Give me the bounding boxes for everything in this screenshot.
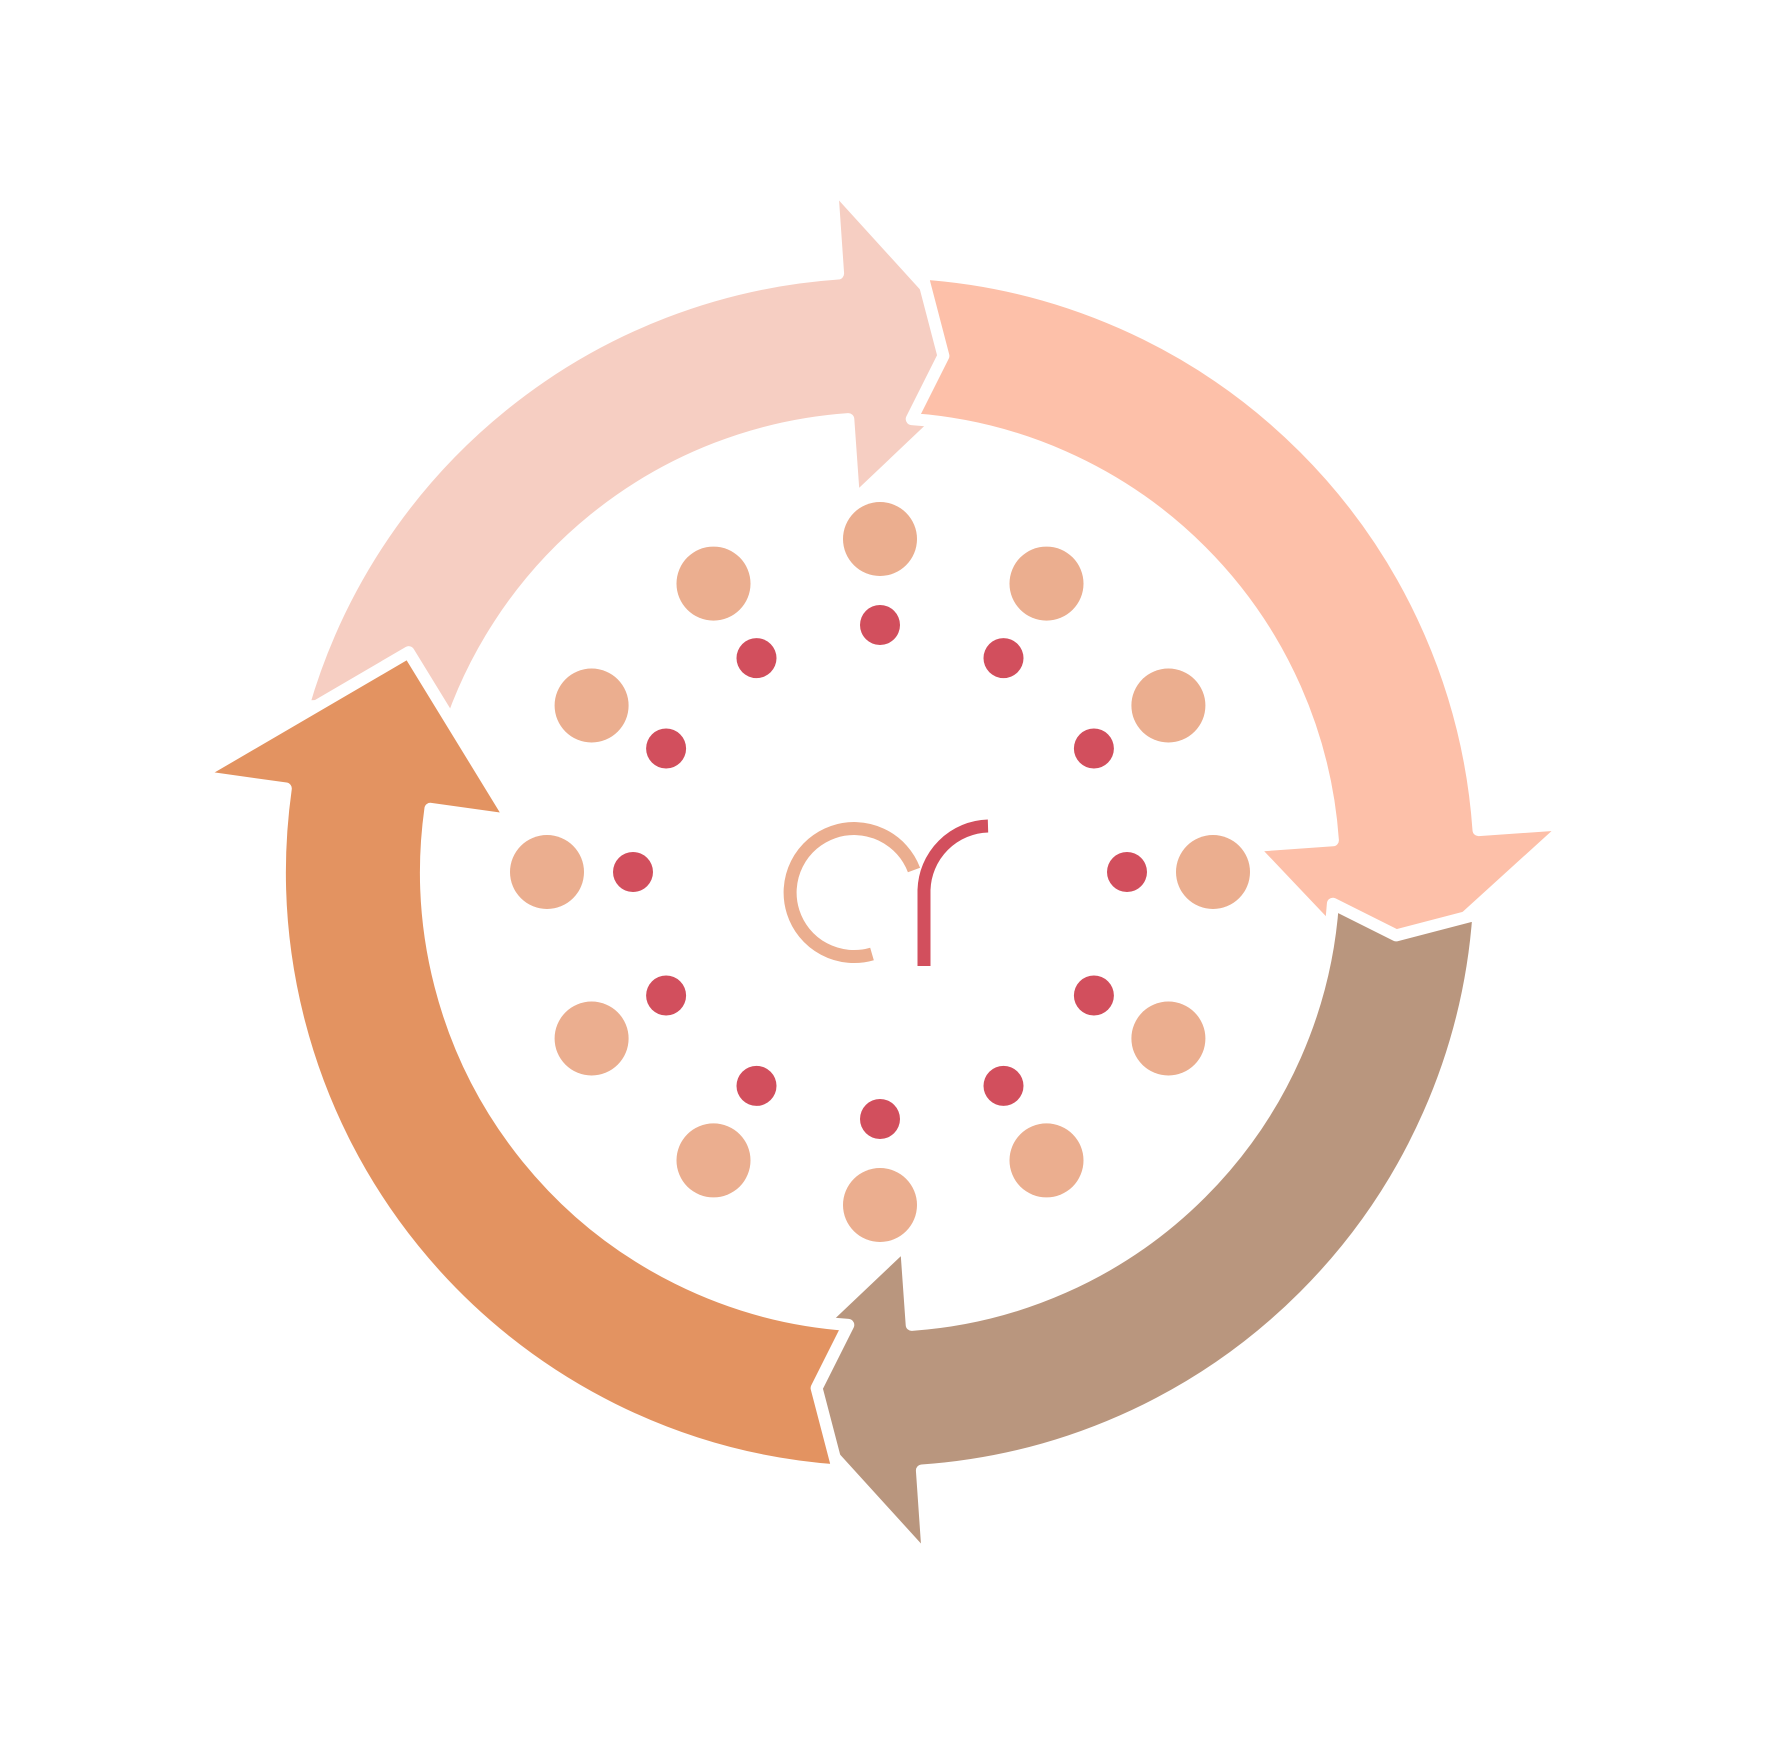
outer-dot xyxy=(1131,1001,1206,1076)
inner-dot xyxy=(983,638,1024,679)
top-left-arrow xyxy=(297,177,1003,753)
center-dot-ring xyxy=(510,502,1250,1242)
bottom-left-arrow xyxy=(190,646,855,1477)
outer-dot xyxy=(676,546,751,621)
outer-dot xyxy=(843,1168,917,1242)
inner-dot xyxy=(613,852,653,892)
center-logo xyxy=(783,819,989,966)
outer-dot xyxy=(510,835,584,909)
top-right-arrow xyxy=(905,267,1575,995)
inner-dot xyxy=(860,605,900,645)
inner-dot xyxy=(736,638,777,679)
outer-dot xyxy=(1009,1123,1084,1198)
outer-dot xyxy=(554,668,629,743)
outer-dot xyxy=(1131,668,1206,743)
inner-dot xyxy=(1073,728,1114,769)
inner-dot xyxy=(646,975,687,1016)
logo-letter-c xyxy=(783,822,921,964)
inner-dot xyxy=(1107,852,1147,892)
bottom-right-arrow xyxy=(757,897,1485,1567)
outer-dot xyxy=(1176,835,1250,909)
inner-dot xyxy=(1073,975,1114,1016)
inner-dot xyxy=(736,1065,777,1106)
outer-dot xyxy=(1009,546,1084,621)
cycle-arrows xyxy=(190,177,1575,1567)
logo-letter-r xyxy=(917,819,989,966)
outer-dot xyxy=(843,502,917,576)
outer-dot xyxy=(676,1123,751,1198)
outer-dot xyxy=(554,1001,629,1076)
inner-dot xyxy=(646,728,687,769)
inner-dot xyxy=(983,1065,1024,1106)
inner-dot xyxy=(860,1099,900,1139)
